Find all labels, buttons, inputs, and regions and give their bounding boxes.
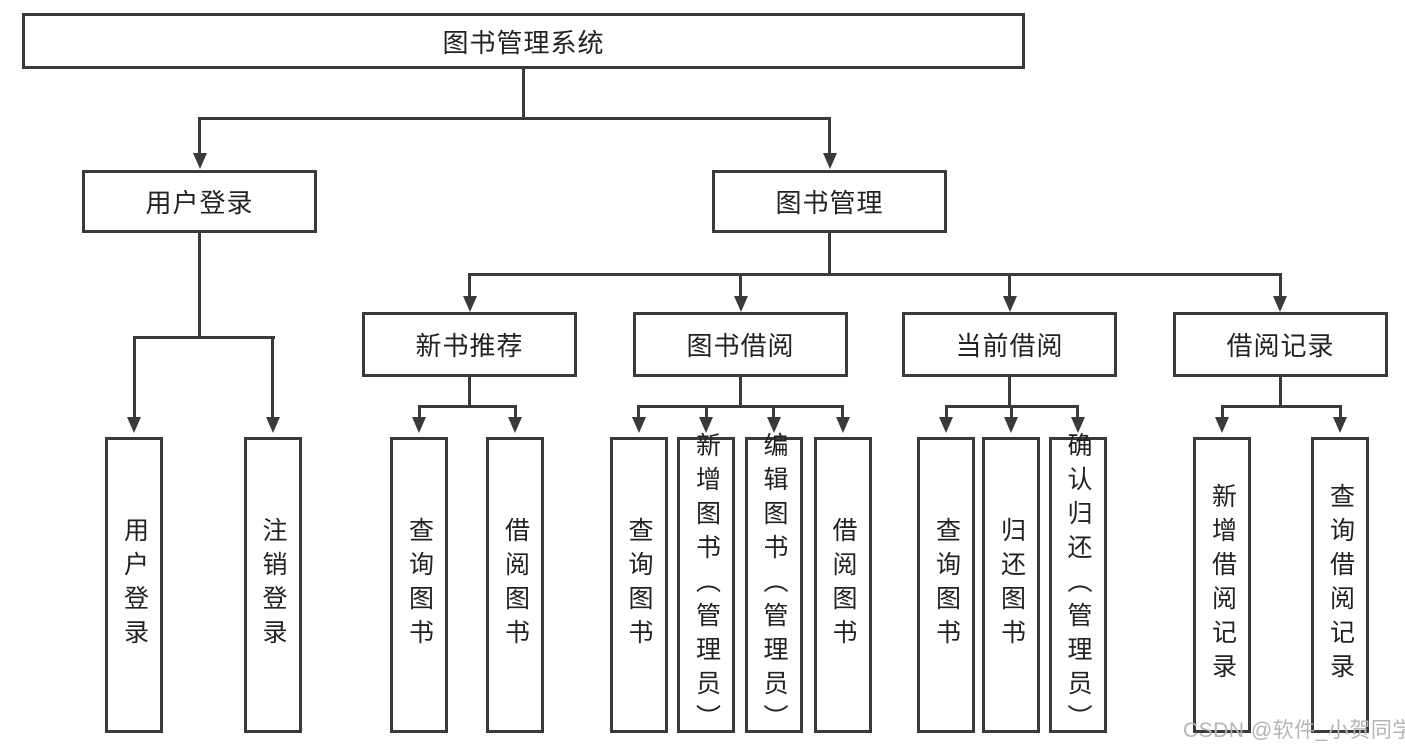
connector-drop-nb-query	[417, 405, 421, 417]
leaf-jb-query-books: 查询图书	[609, 437, 668, 733]
node-user-login: 用户登录	[82, 170, 317, 233]
node-user-login-label: 用户登录	[145, 188, 254, 218]
leaf-cb-confirm-return-admin: 确认归还（管理员）	[1048, 432, 1107, 738]
connector-drop-leaf-logout	[271, 336, 274, 417]
node-borrow-records: 借阅记录	[1173, 312, 1388, 377]
connector-user-login-stem	[198, 232, 201, 339]
leaf-br-query-borrow-record-label: 查询借阅记录	[1326, 483, 1355, 687]
leaf-jb-edit-books-admin: 编辑图书（管理员）	[744, 432, 803, 738]
arrowhead-book-borrow	[733, 296, 748, 312]
connector-drop-current-borrow	[1008, 273, 1011, 296]
arrowhead-current-borrow	[1002, 296, 1017, 312]
connector-cb-stem	[1008, 376, 1011, 408]
connector-level3-hline	[468, 273, 1282, 276]
connector-drop-br-add	[1220, 405, 1224, 417]
node-book-management-label: 图书管理	[775, 188, 884, 218]
arrowhead-jb-borrow	[835, 417, 850, 433]
leaf-user-login-label: 用户登录	[120, 517, 149, 653]
leaf-br-query-borrow-record: 查询借阅记录	[1311, 437, 1369, 733]
connector-drop-leaf-user-login	[132, 336, 136, 417]
arrowhead-new-book-recommend	[462, 296, 477, 312]
leaf-br-add-borrow-record-label: 新增借阅记录	[1208, 483, 1237, 687]
connector-drop-nb-borrow	[513, 405, 517, 417]
connector-drop-book-borrow	[739, 273, 742, 296]
arrowhead-leaf-user-login	[127, 417, 141, 433]
leaf-user-login: 用户登录	[105, 437, 163, 733]
leaf-cb-query-books-label: 查询图书	[932, 517, 961, 653]
node-current-borrow: 当前借阅	[902, 312, 1117, 377]
connector-drop-cb-query	[944, 405, 948, 417]
arrowhead-jb-add	[699, 417, 713, 433]
connector-br-stem	[1278, 376, 1282, 408]
connector-user-login-hline	[132, 336, 275, 339]
connector-nb-hline	[417, 405, 517, 408]
leaf-jb-borrow-books: 借阅图书	[813, 437, 872, 733]
node-root: 图书管理系统	[22, 13, 1025, 69]
node-root-label: 图书管理系统	[442, 27, 605, 58]
connector-drop-borrow-records	[1278, 273, 1282, 296]
leaf-jb-query-books-label: 查询图书	[625, 517, 653, 653]
node-book-borrow: 图书借阅	[633, 312, 848, 377]
connector-drop-new-book-recommend	[468, 273, 471, 296]
leaf-nb-query-books-label: 查询图书	[405, 517, 434, 653]
leaf-jb-edit-books-admin-label: 编辑图书（管理员）	[760, 432, 788, 738]
connector-drop-jb-query	[637, 405, 640, 417]
leaf-br-add-borrow-record: 新增借阅记录	[1193, 437, 1251, 733]
leaf-jb-add-books-admin-label: 新增图书（管理员）	[692, 432, 721, 738]
arrowhead-br-add	[1215, 417, 1229, 433]
arrowhead-user-login	[192, 153, 207, 169]
leaf-cb-confirm-return-admin-label: 确认归还（管理员）	[1064, 432, 1092, 738]
leaf-nb-borrow-books: 借阅图书	[486, 437, 544, 733]
connector-nb-stem	[468, 376, 471, 408]
node-book-borrow-label: 图书借阅	[686, 331, 795, 361]
leaf-logout: 注销登录	[243, 437, 302, 733]
watermark: CSDN @软件_小贺同学	[1183, 719, 1405, 742]
arrowhead-cb-confirm	[1070, 417, 1085, 433]
arrowhead-nb-query	[412, 417, 426, 433]
leaf-nb-query-books: 查询图书	[390, 437, 448, 733]
node-current-borrow-label: 当前借阅	[955, 331, 1064, 361]
arrowhead-cb-query	[939, 417, 953, 433]
leaf-logout-label: 注销登录	[259, 517, 287, 653]
connector-drop-user-login	[198, 117, 201, 154]
node-new-book-recommend-label: 新书推荐	[415, 331, 524, 361]
arrowhead-jb-edit	[766, 417, 781, 433]
leaf-cb-return-books: 归还图书	[982, 437, 1040, 733]
arrowhead-jb-query	[631, 417, 646, 433]
connector-drop-jb-edit	[772, 405, 775, 417]
arrowhead-borrow-records	[1273, 296, 1287, 312]
arrowhead-cb-return	[1004, 417, 1018, 433]
connector-level2-hline	[198, 117, 831, 120]
connector-jb-hline	[637, 405, 844, 408]
connector-jb-stem	[739, 376, 742, 408]
connector-drop-br-query	[1338, 405, 1342, 417]
leaf-jb-add-books-admin: 新增图书（管理员）	[677, 432, 735, 738]
connector-drop-jb-borrow	[841, 405, 844, 417]
leaf-cb-query-books: 查询图书	[917, 437, 975, 733]
node-book-management: 图书管理	[712, 170, 947, 233]
leaf-nb-borrow-books-label: 借阅图书	[501, 517, 530, 653]
connector-drop-cb-confirm	[1076, 405, 1079, 417]
leaf-cb-return-books-label: 归还图书	[997, 517, 1026, 653]
node-borrow-records-label: 借阅记录	[1226, 331, 1335, 361]
arrowhead-br-query	[1333, 417, 1347, 433]
node-new-book-recommend: 新书推荐	[362, 312, 577, 377]
connector-drop-jb-add	[704, 405, 708, 417]
arrowhead-leaf-logout	[265, 417, 280, 433]
connector-root-stem	[521, 68, 525, 120]
arrowhead-book-management	[822, 153, 837, 169]
leaf-jb-borrow-books-label: 借阅图书	[829, 517, 857, 653]
arrowhead-nb-borrow	[508, 417, 522, 433]
connector-drop-book-management	[828, 117, 831, 154]
connector-book-management-stem	[828, 232, 831, 276]
connector-br-hline	[1220, 405, 1342, 408]
connector-drop-cb-return	[1009, 405, 1013, 417]
